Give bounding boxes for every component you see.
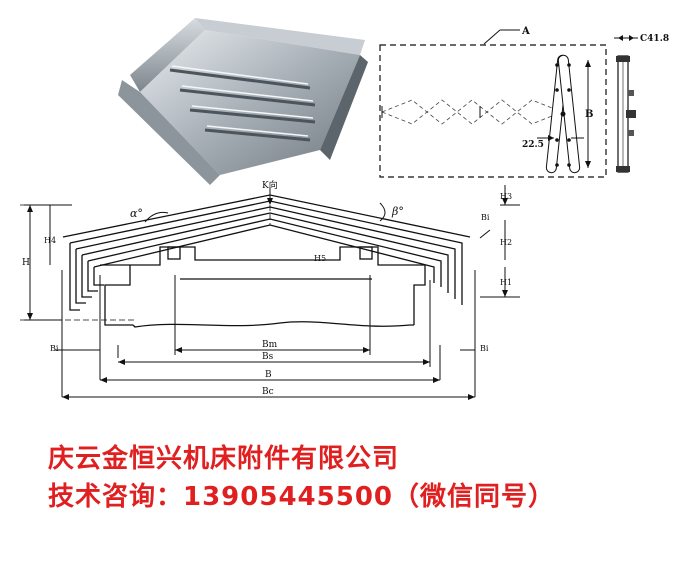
cover-outline-dashed [379, 44, 607, 178]
angle-alpha-arc [144, 211, 169, 223]
arrow-k-direction [267, 189, 273, 205]
way-cover-image [118, 18, 368, 185]
label-c: C41.8 [640, 34, 669, 44]
label-bs: Bs [262, 352, 274, 362]
angle-beta-arc [379, 202, 386, 222]
label-b-width: B [265, 370, 272, 380]
centerline-dashed [20, 187, 271, 321]
label-beta: β° [391, 205, 404, 218]
label-h4: H4 [44, 236, 56, 245]
company-name: 庆云金恒兴机床附件有限公司 [48, 444, 400, 474]
label-k-direction: K向 [262, 179, 278, 191]
label-h: H [22, 258, 30, 268]
side-view-drawing: C41.8 [614, 34, 669, 173]
contact-phone: 技术咨询：13905445500（微信同号） [48, 482, 555, 512]
label-alpha: α° [130, 207, 143, 220]
label-h2: H2 [500, 238, 512, 247]
label-bm: Bm [262, 340, 278, 350]
cross-section-drawing: K向 α° β° H H4 H5 H3 H2 H1 Bi Bi Bi Bm Bs… [20, 179, 520, 400]
scissor-centerline [381, 99, 563, 125]
label-h1: H1 [500, 278, 512, 287]
product-photo [118, 18, 368, 185]
label-bi-top: Bi [481, 213, 490, 222]
label-bi-right: Bi [480, 344, 489, 353]
label-pitch: 22.5 [522, 140, 544, 150]
scissor-linkage-drawing: A B 22.5 [379, 26, 607, 178]
label-b: B [585, 109, 593, 120]
section-outline [62, 194, 471, 328]
label-bi-left: Bi [50, 344, 59, 353]
label-h5: H5 [314, 254, 326, 263]
leader-line-a [483, 29, 501, 45]
label-bc: Bc [262, 387, 274, 397]
label-h3: H3 [500, 192, 512, 201]
dimension-lines [24, 185, 520, 397]
label-a: A [521, 26, 530, 37]
width-dimensions [62, 275, 475, 398]
dimension-arrowheads [27, 198, 508, 400]
